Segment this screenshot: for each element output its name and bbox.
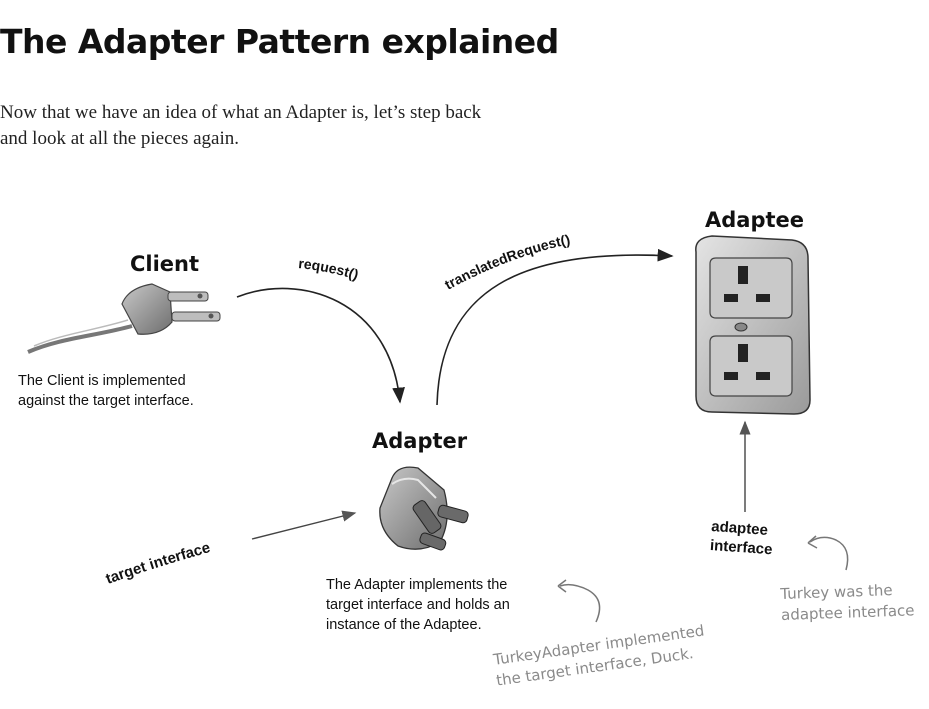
turkey-note-arrow	[809, 536, 849, 571]
adapter-caption-line-1: The Adapter implements the	[326, 577, 508, 593]
client-plug-icon	[27, 283, 221, 354]
intro-line-1: Now that we have an idea of what an Adap…	[0, 102, 482, 123]
adapter-plug-icon	[379, 466, 469, 551]
adaptee-outlet-icon	[695, 235, 811, 415]
target-interface-label: target interface	[104, 539, 213, 588]
adaptee-label: Adaptee	[705, 208, 805, 232]
turkey-note: Turkey was the adaptee interface	[780, 579, 915, 626]
client-caption: The Client is implemented against the ta…	[18, 371, 194, 411]
adapter-label: Adapter	[372, 429, 468, 453]
request-label: request()	[298, 255, 361, 283]
client-label: Client	[130, 252, 200, 276]
adapter-caption-line-2: target interface and holds an	[326, 597, 510, 613]
adapter-caption-line-3: instance of the Adaptee.	[326, 617, 482, 633]
target-interface-arrow	[251, 510, 357, 540]
intro-line-2: and look at all the pieces again.	[0, 128, 239, 149]
client-caption-line-1: The Client is implemented	[18, 373, 186, 389]
translated-request-arrow	[436, 248, 674, 406]
page-title: The Adapter Pattern explained	[0, 22, 559, 61]
intro-paragraph: Now that we have an idea of what an Adap…	[0, 100, 580, 152]
turkey-adapter-note-arrow	[559, 583, 601, 623]
adapter-caption: The Adapter implements the target interf…	[326, 575, 510, 635]
translated-request-label: translatedRequest()	[442, 231, 572, 292]
request-arrow	[236, 287, 405, 404]
client-caption-line-2: against the target interface.	[18, 393, 194, 409]
adaptee-interface-label: adaptee interface	[709, 517, 774, 559]
